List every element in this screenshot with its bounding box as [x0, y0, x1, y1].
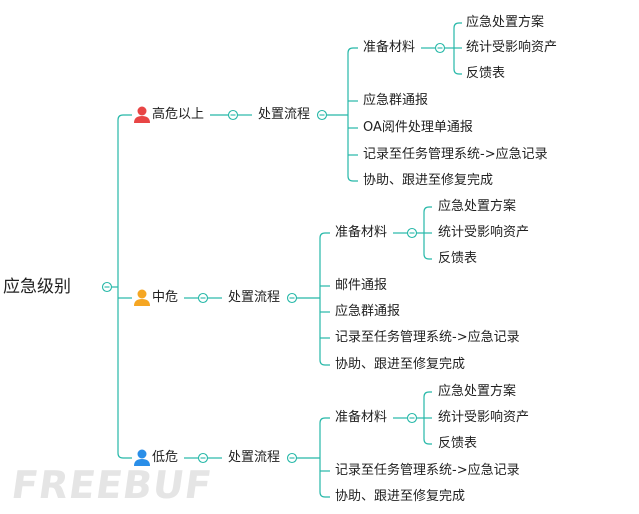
level-mid-material-1[interactable]: 应急处置方案	[438, 199, 517, 214]
level-high-person-icon-red	[134, 106, 150, 123]
level-low-materials-bracket-elbow	[423, 391, 432, 398]
level-mid-prepare[interactable]: 准备材料	[335, 225, 388, 240]
level-low-step-1[interactable]: 记录至任务管理系统->应急记录	[335, 463, 520, 478]
root-bracket-elbow	[117, 452, 132, 459]
level-low-name[interactable]: 低危	[152, 450, 179, 465]
root-bracket-elbow	[117, 114, 132, 121]
level-mid-materials-bracket-elbow	[423, 253, 432, 260]
level-low-steps-bracket-elbow	[319, 417, 330, 424]
level-low-person-icon-blue	[134, 449, 150, 466]
level-high-prepare[interactable]: 准备材料	[363, 40, 416, 55]
level-high-material-1[interactable]: 应急处置方案	[466, 15, 545, 30]
level-low-material-3[interactable]: 反馈表	[438, 436, 478, 451]
level-mid-process[interactable]: 处置流程	[228, 290, 281, 305]
level-low-material-1[interactable]: 应急处置方案	[438, 384, 517, 399]
level-mid-materials-bracket-elbow	[423, 206, 432, 213]
level-high-materials-bracket-elbow	[453, 22, 462, 29]
level-low-steps-bracket-elbow	[319, 491, 330, 498]
level-low-prepare[interactable]: 准备材料	[335, 410, 388, 425]
level-high-steps-bracket-elbow	[347, 175, 358, 182]
level-mid-step-2[interactable]: 应急群通报	[335, 304, 401, 319]
level-high-material-3[interactable]: 反馈表	[466, 66, 506, 81]
root-node[interactable]: 应急级别	[3, 277, 71, 297]
level-mid-steps-bracket-elbow	[319, 359, 330, 366]
level-high-step-2[interactable]: OA阅件处理单通报	[363, 120, 473, 135]
level-mid-step-4[interactable]: 协助、跟进至修复完成	[335, 357, 466, 372]
level-low-materials-bracket-elbow	[423, 438, 432, 445]
level-low-step-2[interactable]: 协助、跟进至修复完成	[335, 489, 466, 504]
level-mid-steps-bracket-elbow	[319, 232, 330, 239]
level-high-name[interactable]: 高危以上	[152, 107, 205, 122]
level-mid-material-3[interactable]: 反馈表	[438, 251, 478, 266]
level-mid-material-2[interactable]: 统计受影响资产	[438, 225, 530, 240]
level-low-material-2[interactable]: 统计受影响资产	[438, 410, 530, 425]
level-high-materials-bracket-elbow	[453, 68, 462, 75]
level-high-step-4[interactable]: 协助、跟进至修复完成	[363, 173, 494, 188]
level-high-step-1[interactable]: 应急群通报	[363, 93, 429, 108]
level-low-process[interactable]: 处置流程	[228, 450, 281, 465]
level-mid-step-1[interactable]: 邮件通报	[335, 278, 388, 293]
level-mid-name[interactable]: 中危	[152, 290, 179, 305]
level-high-process[interactable]: 处置流程	[258, 107, 311, 122]
level-mid-step-3[interactable]: 记录至任务管理系统->应急记录	[335, 330, 520, 345]
level-high-step-3[interactable]: 记录至任务管理系统->应急记录	[363, 147, 548, 162]
level-high-material-2[interactable]: 统计受影响资产	[466, 40, 558, 55]
level-high-steps-bracket-elbow	[347, 47, 358, 54]
freebuf-watermark: FREEBUF	[8, 463, 216, 507]
level-mid-person-icon-orange	[134, 289, 150, 306]
